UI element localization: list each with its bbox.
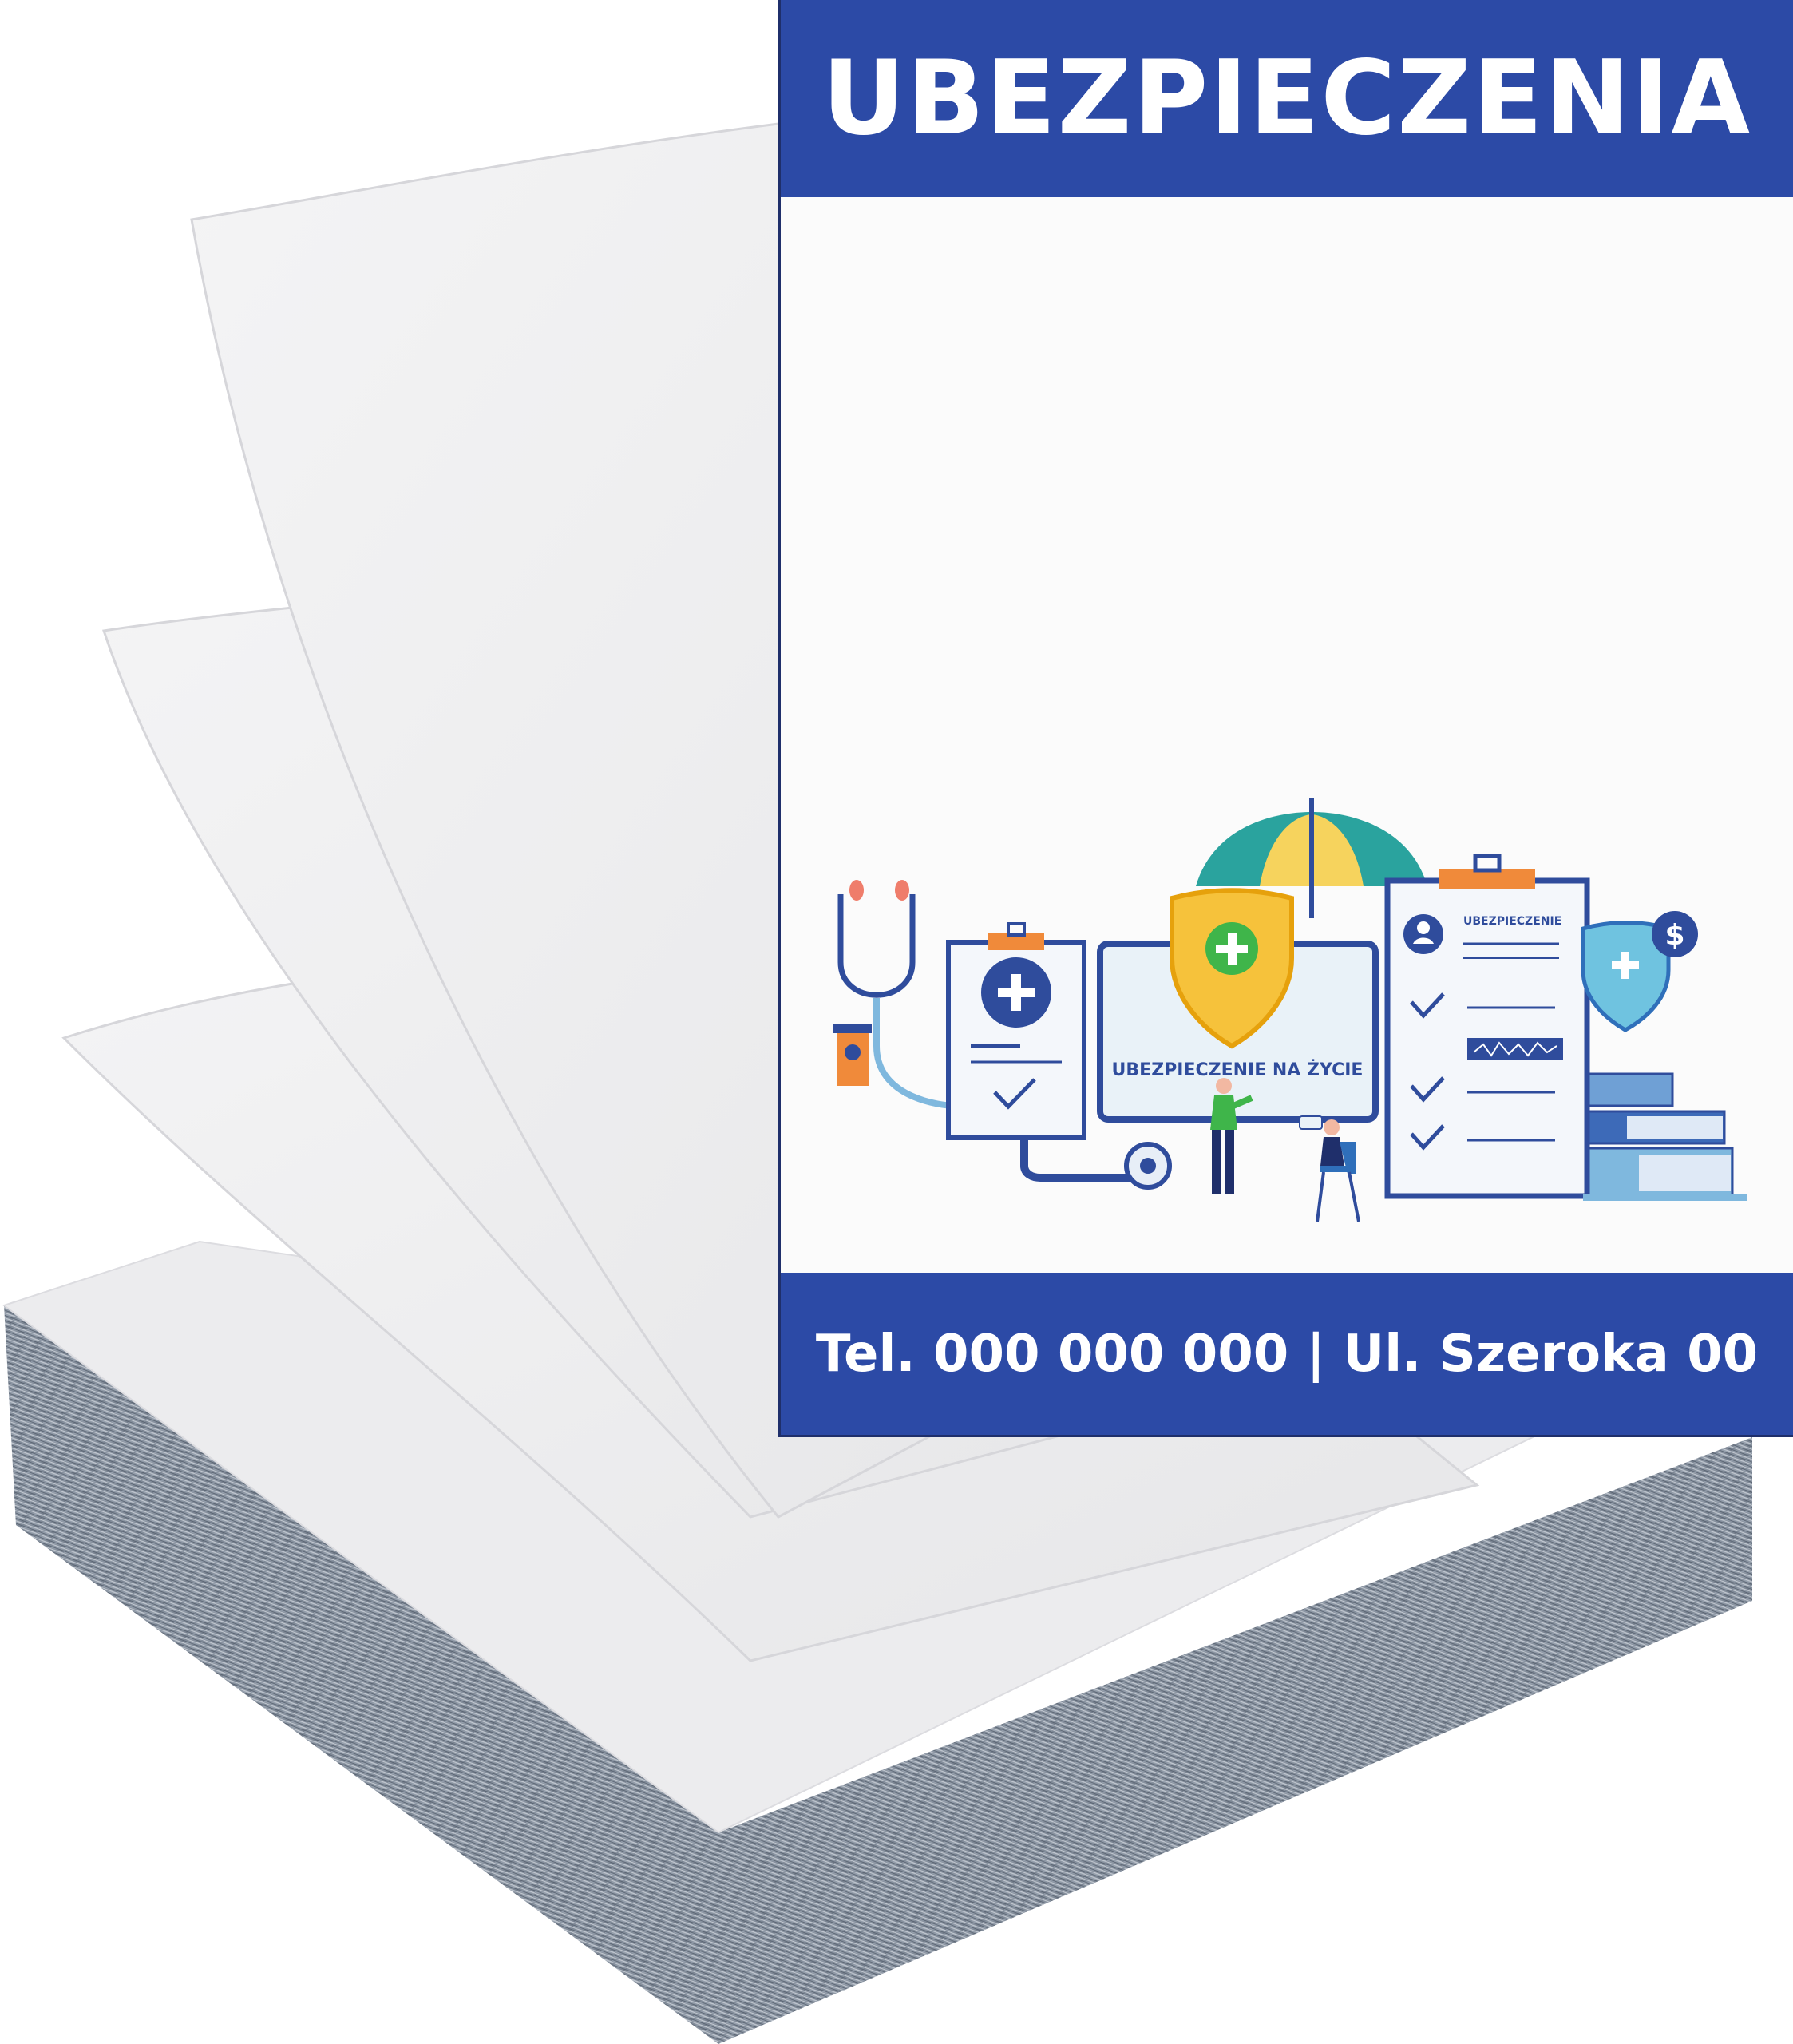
stethoscope-icon (833, 880, 957, 1109)
seated-person-figure (1299, 1115, 1360, 1222)
flyer: UBEZPIECZENIA (778, 0, 1793, 1437)
shield-icon (1170, 888, 1294, 1049)
price-shield-icon: $ (1581, 911, 1698, 1032)
insurance-illustration: UBEZPIECZENIE NA ŻYCIE (833, 798, 1747, 1222)
medical-clipboard-icon (946, 922, 1172, 1190)
paper-stack-left-side (4, 1305, 718, 2044)
dollar-icon: $ (1664, 919, 1684, 952)
paper-stack-right-side (718, 1437, 1752, 2044)
policy-clipboard-icon: UBEZPIECZENIE (1384, 854, 1590, 1199)
flyer-title: UBEZPIECZENIA (821, 38, 1752, 158)
flyer-header: UBEZPIECZENIA (781, 0, 1793, 197)
clipboard-label: UBEZPIECZENIE (1463, 915, 1561, 928)
umbrella-icon (1196, 798, 1427, 918)
contact-line: Tel. 000 000 000 | Ul. Szeroka 00 (815, 1324, 1759, 1384)
flyer-footer: Tel. 000 000 000 | Ul. Szeroka 00 (781, 1273, 1793, 1435)
books-stack-icon (1583, 1072, 1747, 1201)
standing-person-figure (1210, 1078, 1253, 1194)
monitor-label: UBEZPIECZENIE NA ŻYCIE (1112, 1060, 1364, 1080)
